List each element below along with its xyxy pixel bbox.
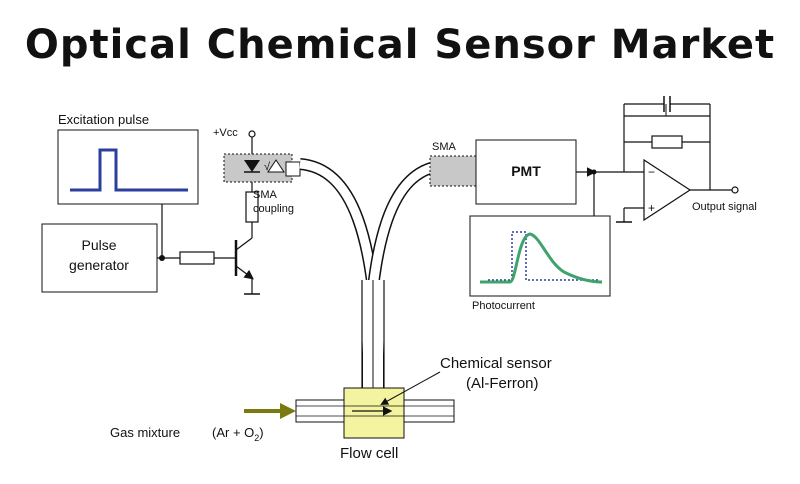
output-terminal [731,186,739,194]
chemical-sensor-block [343,387,405,439]
sma-coupling-label-2: coupling [253,203,294,215]
feedback-resistor [651,135,683,149]
pmt-box [475,139,577,205]
sma-label: SMA [432,141,457,153]
excitation-pulse-trace [70,148,188,192]
excitation-pulse-box [57,129,199,205]
pulse-generator-label-1: Pulse [81,237,116,253]
chemical-sensor-label-2: (Al-Ferron) [466,375,539,392]
photocurrent-trace [480,232,603,284]
vcc-label: +Vcc [213,127,238,139]
op-amp [643,158,692,222]
junction-dot [159,255,165,261]
pulse-generator-label-2: generator [69,257,129,273]
diagram-title: Optical Chemical Sensor Market [24,22,776,68]
pulse-generator-box [41,223,158,293]
opamp-minus-sign: − [648,165,655,179]
gas-formula-label: (Ar + O2) [212,425,264,443]
opamp-plus-sign: + [648,201,655,215]
pmt-label: PMT [511,163,541,179]
photodiode-icon [267,159,285,173]
sma-coupling-label-1: SMA [253,189,278,201]
gas-mixture-label: Gas mixture [110,425,180,440]
excitation-pulse-label: Excitation pulse [58,112,149,127]
base-resistor [179,251,215,265]
sensor-pointer [380,371,441,405]
chemical-sensor-label-1: Chemical sensor [440,355,552,372]
pmt-sma-connector [429,155,477,187]
photocurrent-reference-trace [488,231,598,281]
photocurrent-label: Photocurrent [472,300,535,312]
flow-cell-label: Flow cell [340,445,398,462]
photocurrent-box [469,215,611,297]
svg-text:√: √ [264,161,271,173]
output-signal-label: Output signal [692,201,757,213]
